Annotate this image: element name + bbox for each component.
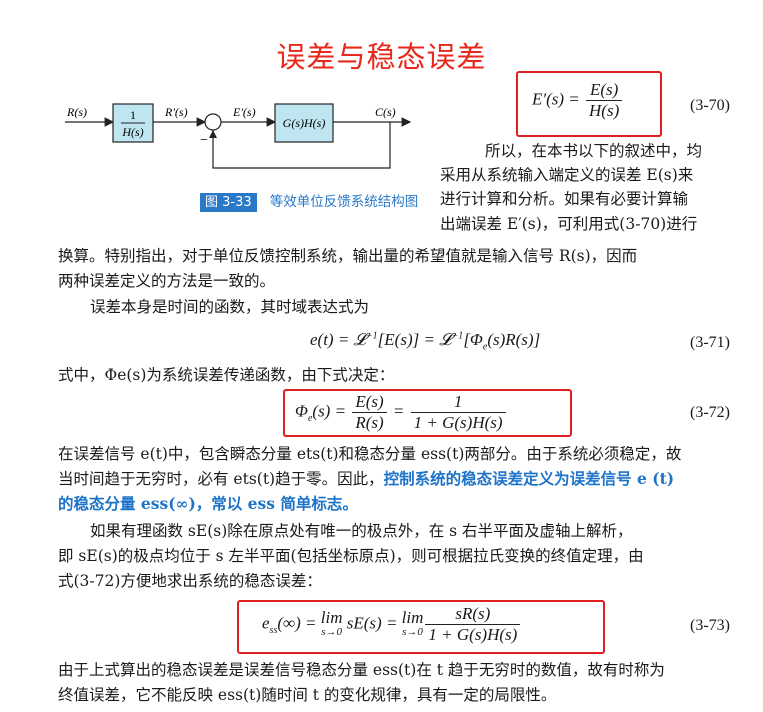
equation-number-3-72: (3-72): [690, 404, 730, 421]
text-line: 出端误差 E′(s)，可利用式(3-70)进行: [440, 215, 698, 233]
text-line: 当时间趋于无穷时，必有 ets(t)趋于零。因此，控制系统的稳态误差定义为误差信…: [58, 468, 674, 490]
block1-denominator: H(s): [121, 125, 143, 139]
figure-number: 图 3-33: [200, 193, 257, 212]
page-title: 误差与稳态误差: [276, 40, 487, 74]
equation-3-70-box: [516, 71, 662, 137]
text-line: 在误差信号 e(t)中，包含瞬态分量 ets(t)和稳态分量 ess(t)两部分…: [58, 445, 682, 463]
block2-label: G(s)H(s): [283, 116, 326, 130]
equation-3-70: E′(s) = E(s)H(s): [532, 80, 624, 121]
highlighted-definition: 控制系统的稳态误差定义为误差信号 e (t): [383, 469, 675, 488]
text-line: 即 sE(s)的极点均位于 s 左半平面(包括坐标原点)，则可根据拉氏变换的终值…: [58, 547, 644, 565]
equation-number-3-73: (3-73): [690, 617, 730, 634]
text-line: 误差本身是时间的函数，其时域表达式为: [90, 298, 370, 316]
output-label: C(s): [375, 105, 396, 119]
rprime-label: R'(s): [164, 105, 188, 119]
text-line: 所以，在本书以下的叙述中，均: [485, 142, 703, 160]
text-line: 终值误差，它不能反映 ess(t)随时间 t 的变化规律，具有一定的局限性。: [58, 686, 557, 704]
minus-sign: −: [200, 133, 208, 148]
text-line: 式中，Φe(s)为系统误差传递函数，由下式决定：: [58, 366, 395, 384]
equation-number-3-71: (3-71): [690, 334, 730, 351]
text-line: 换算。特别指出，对于单位反馈控制系统，输出量的希望值就是输入信号 R(s)，因而: [58, 247, 638, 265]
text-line: 两种误差定义的方法是一致的。: [58, 272, 276, 290]
text-line: 由于上式算出的稳态误差是误差信号稳态分量 ess(t)在 t 趋于无穷时的数值，…: [58, 661, 665, 679]
equation-3-71: e(t) = 𝓛−1[E(s)] = 𝓛−1[Φe(s)R(s)]: [310, 330, 541, 353]
text-line: 采用从系统输入端定义的误差 E(s)来: [440, 166, 694, 184]
text-line: 进行计算和分析。如果有必要计算输: [440, 190, 689, 208]
figure-caption: 图 3-33 等效单位反馈系统结构图: [200, 190, 419, 212]
block-diagram: R(s) 1 H(s) R'(s) E'(s) G(s)H(s) C(s) −: [65, 103, 412, 169]
text-line: 如果有理函数 sE(s)除在原点处有唯一的极点外，在 s 右半平面及虚轴上解析，: [90, 522, 633, 540]
input-label: R(s): [66, 105, 87, 119]
equation-3-72-box: [283, 389, 572, 437]
equation-3-73-box: [237, 600, 605, 654]
highlighted-definition-end: 的稳态分量 ess(∞)，常以 ess 简单标志。: [58, 494, 358, 513]
block1-numerator: 1: [130, 108, 136, 122]
figure-caption-text: 等效单位反馈系统结构图: [269, 194, 419, 210]
text-line: 式(3-72)方便地求出系统的稳态误差：: [58, 572, 322, 590]
text-segment: 当时间趋于无穷时，必有 ets(t)趋于零。因此，: [58, 470, 384, 488]
equation-number-3-70: (3-70): [690, 97, 730, 114]
eprime-label: E'(s): [232, 105, 256, 119]
